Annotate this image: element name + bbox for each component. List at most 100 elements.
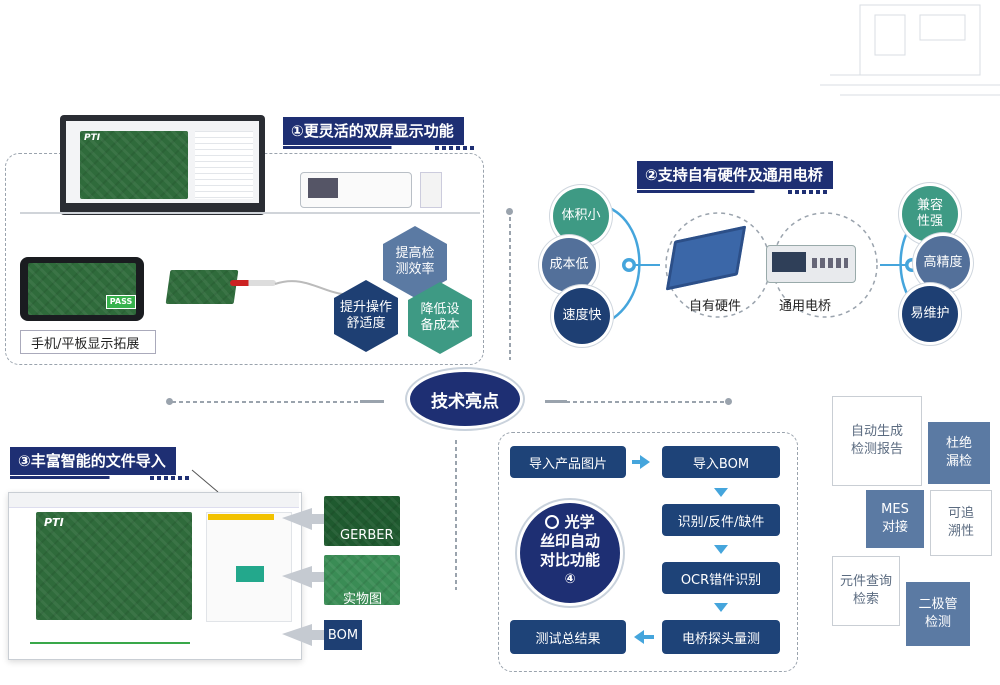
section2-title: ②支持自有硬件及通用电桥: [637, 161, 833, 193]
circle-maintainable-label: 易维护: [910, 306, 950, 321]
section3-title: ③丰富智能的文件导入: [10, 447, 176, 479]
desk-line: [20, 212, 480, 214]
hex-comfort-label: 提升操作舒适度: [340, 300, 393, 331]
feature-mes: MES对接: [866, 490, 924, 548]
feature-diode-label: 二极管检测: [918, 597, 958, 630]
feature-mes-label: MES对接: [881, 502, 909, 535]
connector-top: [509, 210, 511, 360]
flow-arrow-right-1-shaft: [632, 460, 642, 464]
feature-query-label: 元件查询检索: [839, 574, 892, 607]
bom-tile: BOM: [324, 620, 362, 650]
hex-cost-label: 降低设备成本: [420, 302, 460, 333]
gerber-label: GERBER: [340, 528, 394, 543]
feature-diode: 二极管检测: [906, 582, 970, 646]
flow-probe: 电桥探头量测: [662, 620, 780, 654]
background-building-sketch: [820, 4, 1000, 96]
own-hardware-label: 自有硬件: [689, 299, 742, 314]
section2-title-dots: [788, 190, 828, 194]
monitor-logo: PTI: [84, 133, 101, 143]
flow-arrow-right-1: [640, 455, 650, 469]
connector-left-dot: [166, 398, 173, 405]
circle-compatibility-label: 兼容性强: [916, 198, 943, 229]
instrument-screen: [308, 178, 338, 198]
section1-title-dots: [435, 146, 475, 150]
flow-summary: 测试总结果: [510, 620, 626, 654]
import-arrows: [282, 508, 328, 646]
optical-badge-text1: 光学: [564, 513, 595, 531]
software-pcb: [36, 512, 192, 620]
bom-label: BOM: [327, 627, 359, 643]
connector-right-dot: [725, 398, 732, 405]
card-sketch: [420, 172, 442, 208]
mobile-caption-frame: [20, 330, 156, 354]
bridge-label: 通用电桥: [779, 299, 832, 314]
flow-import-bom-label: 导入BOM: [692, 456, 750, 472]
circle-precision: 高精度: [916, 236, 970, 290]
circle-low-cost: 成本低: [542, 238, 596, 292]
circle-low-cost-label: 成本低: [549, 257, 589, 272]
monitor: PTI: [60, 115, 265, 215]
test-board: [165, 270, 239, 304]
photo-label: 实物图: [343, 592, 383, 607]
flow-import-image: 导入产品图片: [510, 446, 626, 478]
optical-badge-line1: 光学: [520, 513, 620, 532]
monitor-pcb-image: [80, 131, 188, 199]
feature-report: 自动生成检测报告: [832, 396, 922, 486]
circle-fast: 速度快: [554, 288, 610, 344]
flow-identify: 识别/反件/缺件: [662, 504, 780, 536]
bridge-instrument-screen: [772, 252, 806, 272]
feature-traceability: 可追溯性: [930, 490, 992, 556]
section3-title-dots: [150, 476, 190, 480]
hex-efficiency-label: 提高检测效率: [395, 246, 435, 277]
feature-no-miss-label: 杜绝漏检: [945, 436, 972, 469]
flow-arrow-left-shaft: [642, 635, 654, 639]
flow-import-bom: 导入BOM: [662, 446, 780, 478]
software-panel-header: [208, 514, 274, 520]
target-icon: [545, 515, 560, 529]
software-panel-button[interactable]: [236, 566, 264, 582]
flow-ocr-label: OCR错件识别: [680, 572, 762, 588]
software-toolbar: [9, 493, 299, 508]
center-badge: 技术亮点: [410, 372, 520, 426]
flow-identify-label: 识别/反件/缺件: [677, 514, 765, 530]
flow-import-image-label: 导入产品图片: [528, 456, 607, 472]
optical-badge-line4: ④: [564, 572, 576, 587]
section4-frame: [498, 432, 798, 672]
flow-probe-label: 电桥探头量测: [681, 631, 760, 647]
flow-arrow-down-1: [714, 488, 728, 497]
optical-badge-line2: 丝印自动: [539, 532, 600, 550]
flow-arrow-down-3: [714, 603, 728, 612]
circle-compatibility: 兼容性强: [902, 186, 958, 242]
circle-maintainable: 易维护: [902, 286, 958, 342]
mobile-caption: 手机/平板显示拓展: [31, 337, 140, 352]
connector-right-bar: [545, 400, 567, 403]
circle-precision-label: 高精度: [923, 255, 963, 270]
feature-query: 元件查询检索: [832, 556, 900, 626]
circle-small-size-label: 体积小: [561, 208, 601, 223]
connector-right: [545, 401, 727, 403]
flow-arrow-down-2: [714, 545, 728, 554]
software-logo: PTI: [44, 516, 64, 529]
connector-left: [172, 401, 382, 403]
optical-badge-line3: 对比功能: [539, 551, 600, 569]
photo-thumb: [324, 555, 400, 605]
section3-pointer: [191, 469, 219, 493]
connector-top-dot: [506, 208, 513, 215]
software-progress: [30, 642, 190, 644]
pass-badge: PASS: [106, 295, 136, 309]
feature-report-label: 自动生成检测报告: [850, 424, 903, 457]
circle-fast-label: 速度快: [562, 308, 602, 323]
connector-bottom: [455, 440, 457, 590]
feature-no-miss: 杜绝漏检: [928, 422, 990, 484]
optical-badge: 光学 丝印自动 对比功能 ④: [520, 503, 620, 603]
circle-small-size: 体积小: [553, 188, 609, 244]
connector-left-bar: [360, 400, 384, 403]
center-label: 技术亮点: [431, 391, 499, 412]
bridge-instrument-knobs: [812, 258, 848, 268]
flow-summary-label: 测试总结果: [535, 631, 601, 647]
flow-ocr: OCR错件识别: [662, 562, 780, 594]
probe-pen: [230, 280, 276, 286]
section1-title: ①更灵活的双屏显示功能: [283, 117, 464, 149]
gerber-thumb: [324, 496, 400, 546]
feature-traceability-label: 可追溯性: [947, 506, 974, 539]
